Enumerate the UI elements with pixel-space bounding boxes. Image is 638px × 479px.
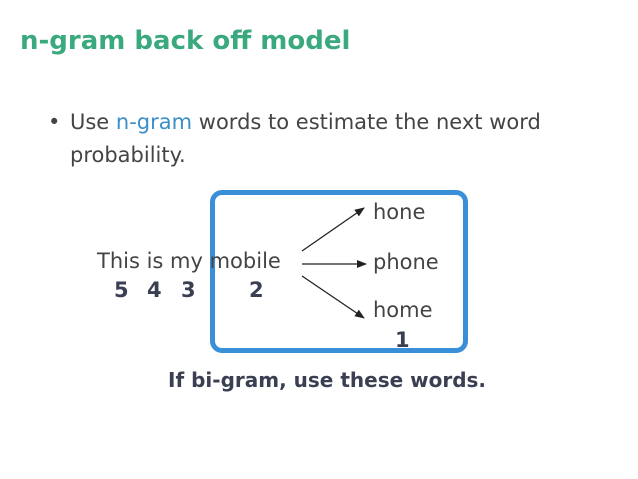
bigram-caption: If bi-gram, use these words. <box>168 368 487 392</box>
bullet-text: Use n-gram words to estimate the next wo… <box>70 106 541 172</box>
position-label-4: 4 <box>147 278 162 302</box>
bullet-highlight: n-gram <box>115 110 193 134</box>
slide-title: n-gram back off model <box>20 26 351 56</box>
bullet-prefix: Use <box>70 110 116 134</box>
bigram-highlight-box <box>210 190 468 353</box>
context-sentence: This is my mobile <box>97 249 281 273</box>
candidate-hone: hone <box>373 200 426 224</box>
candidate-home: home <box>373 298 433 322</box>
position-label-1: 1 <box>395 328 410 352</box>
bullet-marker: • <box>48 110 61 134</box>
bullet-suffix: words to estimate the next word <box>192 110 541 134</box>
candidate-phone: phone <box>373 250 439 274</box>
bullet-line-2: probability. <box>70 143 186 167</box>
bullet-line-1: Use n-gram words to estimate the next wo… <box>70 106 541 139</box>
position-label-3: 3 <box>181 278 196 302</box>
position-label-2: 2 <box>249 278 264 302</box>
position-label-5: 5 <box>114 278 129 302</box>
arrow-to-hone <box>301 207 365 252</box>
arrow-to-home <box>301 275 365 319</box>
